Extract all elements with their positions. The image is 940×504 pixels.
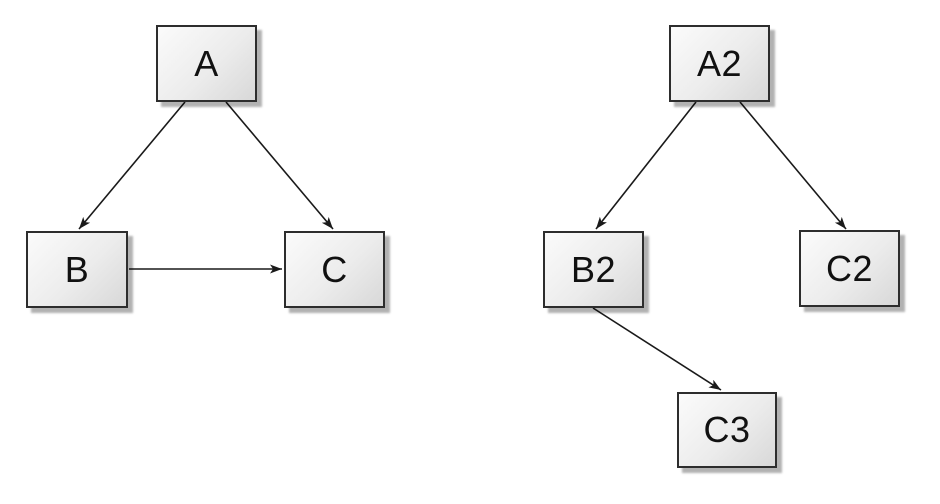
node-c-label: C: [321, 248, 348, 290]
node-a: A: [156, 25, 257, 102]
node-b2-label: B2: [570, 248, 617, 290]
edge-A-C: [225, 101, 334, 230]
node-c2-label: C2: [825, 247, 874, 289]
edge-A2-B2: [595, 101, 697, 230]
node-b2: B2: [543, 231, 644, 308]
node-a2-label: A2: [696, 42, 743, 84]
edge-B2-C3: [592, 307, 722, 391]
node-a-label: A: [194, 42, 219, 84]
node-b: B: [26, 231, 128, 308]
node-a2: A2: [669, 25, 770, 102]
edge-A-B: [78, 101, 186, 230]
node-c3: C3: [677, 392, 777, 468]
node-c2: C2: [799, 230, 900, 307]
edge-A2-C2: [739, 101, 847, 230]
node-c3-label: C3: [703, 409, 751, 450]
node-c: C: [284, 231, 385, 308]
node-b-label: B: [64, 248, 90, 290]
